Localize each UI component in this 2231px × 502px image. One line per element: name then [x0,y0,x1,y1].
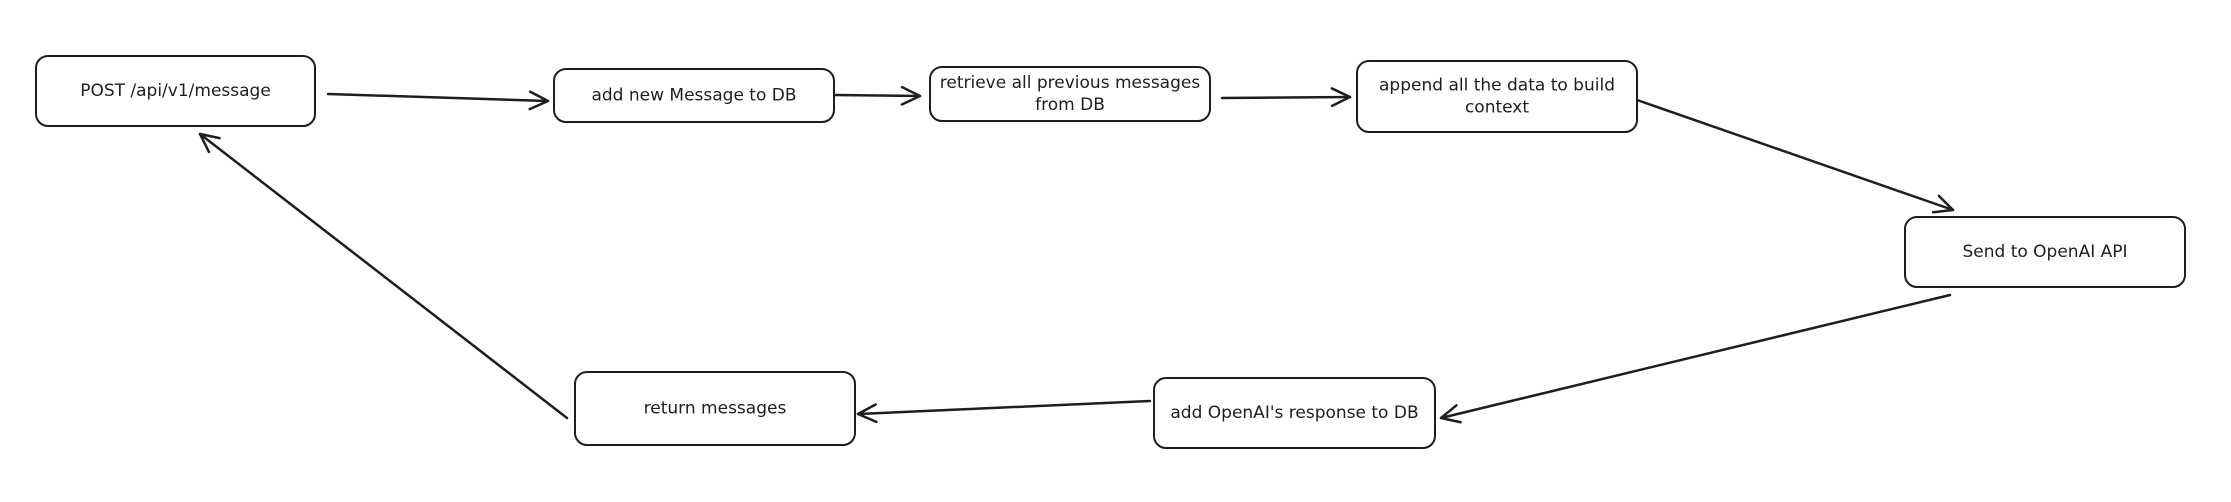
node-box [929,66,1211,122]
arrow-retrieve-messages-to-append-context [1220,87,1352,108]
arrow-line [856,399,1152,416]
node-label: append all the data to build [1379,76,1615,96]
node-label: add OpenAI's response to DB [1170,403,1418,423]
node-box [1153,377,1436,449]
arrow-send-openai-to-add-response [1439,293,1952,424]
node-add-new-message: add new Message to DB [553,68,835,123]
nodes-layer: POST /api/v1/message add new Message to D… [35,55,2186,449]
node-box [574,371,856,446]
arrow-line [326,92,550,103]
node-box [1356,60,1638,133]
node-label: from DB [1035,95,1105,115]
node-label: context [1465,98,1529,118]
node-box [35,55,316,127]
arrow-line [832,93,922,98]
arrow-line [198,132,569,420]
node-box [1904,216,2186,288]
arrow-head-icon [1931,194,1955,214]
arrow-line [1220,95,1352,100]
arrow-head-icon [1439,404,1462,424]
arrow-head-icon [1330,87,1352,108]
arrow-append-context-to-send-openai [1635,98,1955,214]
node-label: Send to OpenAI API [1962,242,2127,262]
arrow-return-messages-to-post-message [198,132,569,420]
arrow-add-message-to-retrieve-messages [832,85,922,106]
node-post-message: POST /api/v1/message [35,55,316,127]
node-label: POST /api/v1/message [80,81,271,101]
arrow-line [1439,293,1952,420]
arrow-head-icon [900,85,922,106]
arrow-line [1635,98,1955,212]
node-add-openai-response: add OpenAI's response to DB [1153,377,1436,449]
node-label: add new Message to DB [591,86,796,106]
edges-layer [198,85,1955,424]
arrow-add-response-to-return-messages [856,399,1152,424]
node-send-openai: Send to OpenAI API [1904,216,2186,288]
node-label: retrieve all previous messages [940,73,1201,93]
arrow-post-message-to-add-message [326,90,550,111]
arrow-head-icon [856,403,878,424]
node-label: return messages [644,399,787,419]
arrow-head-icon [198,132,221,154]
node-return-messages: return messages [574,371,856,446]
node-box [553,68,835,123]
arrow-head-icon [528,90,550,111]
